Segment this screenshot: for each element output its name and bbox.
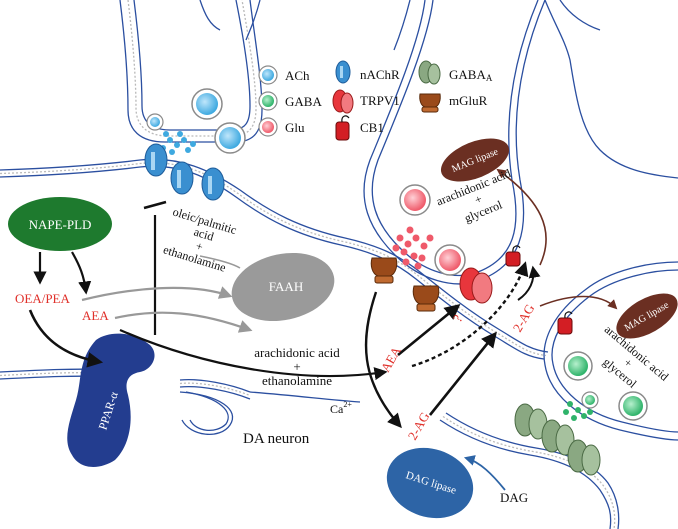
presynaptic-terminal-left-rim bbox=[199, 0, 261, 41]
legend-gaba-icon bbox=[258, 91, 278, 111]
two-ag-low-label: 2-AG bbox=[405, 409, 433, 442]
legend-gaba-a-icon bbox=[418, 60, 441, 85]
glu-released-molecules bbox=[392, 226, 434, 270]
legend-cb1-label: CB1 bbox=[360, 120, 384, 135]
arrow-dag-to-daglipase bbox=[463, 455, 506, 491]
ara-eth-line-2: + bbox=[293, 359, 300, 374]
calcium-superscript: 2+ bbox=[343, 400, 352, 409]
arrow-2ag-to-mag-top bbox=[496, 168, 547, 266]
gaba-a-receptor-3 bbox=[567, 439, 601, 476]
calcium-label: Ca2+ bbox=[330, 400, 352, 416]
mag-lipase-top-enzyme: MAG lipase bbox=[440, 138, 510, 182]
ara-gly-top-2: + bbox=[473, 192, 485, 208]
legend-mglur-label: mGluR bbox=[449, 93, 488, 108]
legend-gaba-a-subscript: A bbox=[486, 73, 493, 83]
arrow-aea-long bbox=[119, 328, 388, 381]
gaba-vesicle-3 bbox=[581, 391, 599, 409]
oleic-acid-label: oleic/palmitic acid + ethanolamine bbox=[162, 204, 239, 274]
gaba-vesicle-2 bbox=[618, 391, 648, 421]
legend-gaba-a-text: GABA bbox=[449, 67, 486, 82]
legend-nachr-label: nAChR bbox=[360, 67, 400, 82]
legend-cb1-icon bbox=[335, 115, 350, 141]
legend-nachr-icon bbox=[335, 60, 351, 84]
da-neuron-lower-membrane bbox=[0, 368, 251, 436]
glu-vesicle-1 bbox=[399, 184, 431, 216]
legend-trpv1-label: TRPV1 bbox=[360, 93, 400, 108]
ach-vesicle-2 bbox=[214, 122, 246, 154]
oea-pea-label: OEA/PEA bbox=[15, 291, 71, 306]
arrow-oea-to-ppar bbox=[28, 309, 104, 368]
legend: ACh GABA Glu nAChR TRPV1 CB1 bbox=[258, 60, 493, 141]
mglur-receptor-1 bbox=[370, 257, 398, 284]
legend-glu-label: Glu bbox=[285, 120, 305, 135]
arrow-2ag-to-cb1 bbox=[428, 331, 497, 416]
da-neuron-label: DA neuron bbox=[243, 431, 310, 447]
mglur-receptor-2 bbox=[412, 285, 440, 312]
presynaptic-terminal-glu bbox=[363, 0, 678, 285]
legend-ach-label: ACh bbox=[285, 68, 310, 83]
ara-gly-top-3: glycerol bbox=[462, 197, 504, 225]
arrow-oea-to-faah-gray bbox=[81, 286, 233, 302]
arrow-2ag-to-mag-right bbox=[539, 295, 618, 310]
arrow-nape-to-aea bbox=[71, 251, 92, 295]
oleic-line-2: acid bbox=[192, 225, 215, 244]
da-neuron-upper-membrane bbox=[0, 158, 549, 360]
ara-eth-line-3: ethanolamine bbox=[262, 373, 332, 388]
ach-vesicle-1 bbox=[191, 88, 223, 120]
arrows bbox=[28, 168, 618, 491]
legend-glu-icon bbox=[258, 117, 278, 137]
arachidonic-ethanolamine-label: arachidonic acid + ethanolamine bbox=[254, 345, 340, 388]
faah-label: FAAH bbox=[269, 279, 303, 294]
nachr-receptor-1 bbox=[144, 143, 168, 177]
gaba-vesicle-1 bbox=[563, 351, 593, 381]
arrow-mglur-to-2ag bbox=[364, 291, 402, 429]
glu-vesicle-2 bbox=[434, 244, 466, 276]
gaba-released-molecules bbox=[563, 401, 593, 421]
cb1-receptor-right bbox=[557, 311, 573, 335]
arrow-aea-to-faah-gray bbox=[114, 311, 253, 333]
legend-mglur-icon bbox=[419, 93, 441, 113]
question-label: ? bbox=[450, 312, 466, 325]
faah-enzyme: FAAH bbox=[231, 252, 335, 322]
ach-released-molecules bbox=[160, 131, 196, 155]
ach-vesicle-3 bbox=[146, 113, 164, 131]
presynaptic-terminal-ach bbox=[119, 0, 263, 143]
arrow-2ag-mid-to-cb1-top bbox=[517, 265, 541, 301]
legend-gaba-a-label: GABAA bbox=[449, 67, 493, 83]
legend-ach-icon bbox=[258, 65, 278, 85]
ppar-alpha-receptor: PPAR-α bbox=[67, 333, 155, 467]
nachr-receptor-2 bbox=[170, 161, 194, 195]
nape-pld-label: NAPE-PLD bbox=[29, 217, 92, 232]
legend-gaba-label: GABA bbox=[285, 94, 322, 109]
ara-eth-line-1: arachidonic acid bbox=[254, 345, 340, 360]
arrow-aea-to-cb1-dotted bbox=[411, 261, 529, 368]
aea-left-label: AEA bbox=[82, 308, 109, 323]
nape-pld-enzyme: NAPE-PLD bbox=[8, 197, 112, 251]
dag-label: DAG bbox=[500, 490, 528, 505]
presynaptic-terminal-gaba bbox=[543, 261, 678, 441]
trpv1-receptor bbox=[459, 267, 493, 304]
nachr-receptor-3 bbox=[201, 167, 225, 201]
aea-mid-label: AEA bbox=[378, 343, 405, 374]
calcium-text: Ca bbox=[330, 402, 344, 416]
inhibit-bar bbox=[143, 200, 167, 210]
oleic-line-3: + bbox=[194, 239, 205, 254]
arrow-aea-to-trpv1 bbox=[397, 304, 461, 357]
legend-trpv1-icon bbox=[332, 89, 354, 114]
two-ag-mid-label: 2-AG bbox=[510, 301, 538, 334]
dag-lipase-enzyme: DAG lipase bbox=[386, 447, 474, 519]
gaba-a-receptor-2 bbox=[541, 419, 575, 456]
arrow-faah-to-oleic bbox=[199, 255, 241, 269]
